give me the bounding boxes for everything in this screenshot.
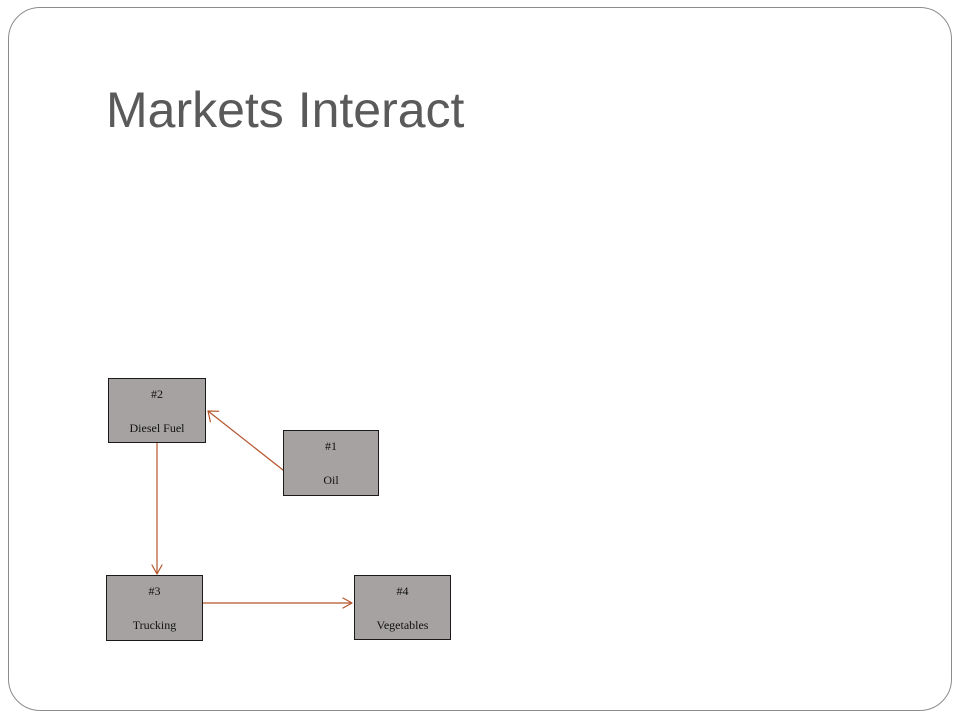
node-label: Oil <box>323 473 339 487</box>
slide-title: Markets Interact <box>106 82 465 138</box>
node-trucking: #3 Trucking <box>106 575 203 641</box>
node-vegetables: #4 Vegetables <box>354 575 451 640</box>
node-number: #3 <box>148 584 161 598</box>
node-label: Vegetables <box>376 618 429 632</box>
node-label: Diesel Fuel <box>129 421 185 435</box>
node-label: Trucking <box>132 618 177 632</box>
arrowhead-trucking-to-vegetables <box>342 597 353 609</box>
node-diesel-fuel: #2 Diesel Fuel <box>108 378 206 443</box>
node-number: #2 <box>151 387 163 401</box>
arrow-oil-to-diesel <box>207 410 284 471</box>
arrowhead-oil-to-diesel <box>207 410 220 423</box>
arrowhead-diesel-to-trucking <box>151 564 163 575</box>
node-number: #1 <box>325 439 337 453</box>
node-oil: #1 Oil <box>283 430 379 496</box>
node-number: #4 <box>396 584 409 598</box>
